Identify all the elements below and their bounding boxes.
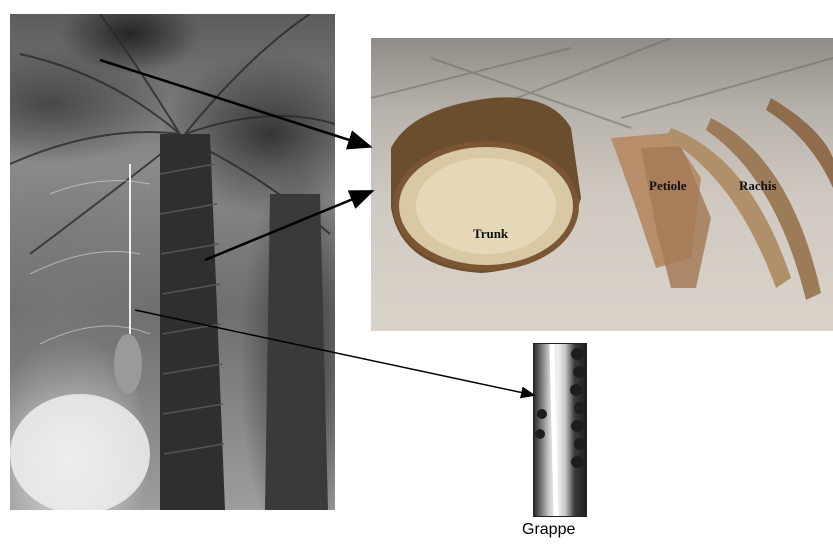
grappe-illustration bbox=[534, 344, 586, 516]
grappe-photo bbox=[533, 343, 587, 517]
trunk-label: Trunk bbox=[473, 226, 508, 242]
rachis-label: Rachis bbox=[739, 178, 777, 194]
date-palm-photo bbox=[10, 14, 335, 510]
grappe-caption: Grappe bbox=[522, 521, 575, 539]
date-palm-illustration bbox=[10, 14, 335, 510]
petiole-label: Petiole bbox=[649, 178, 687, 194]
